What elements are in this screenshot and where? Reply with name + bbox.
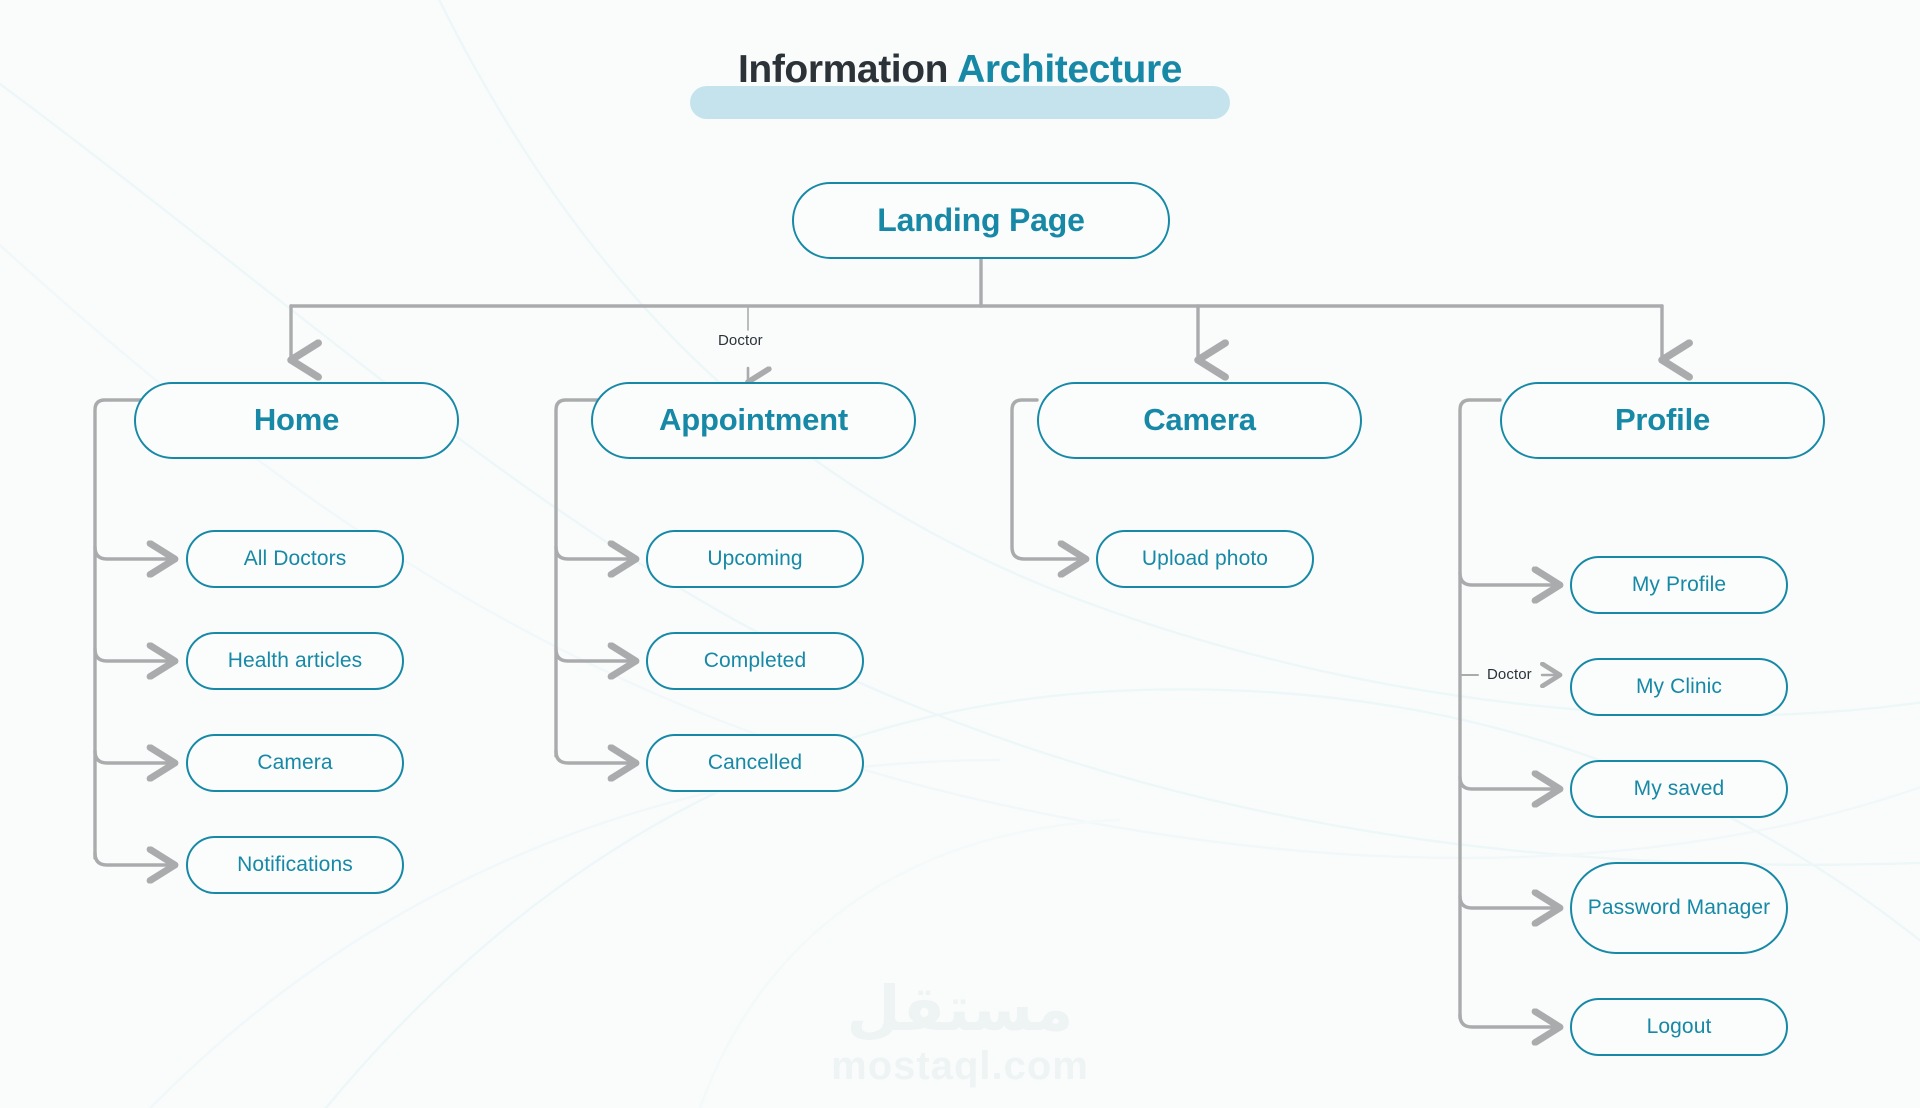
page-title: Information Architecture (738, 48, 1182, 92)
node-my-clinic[interactable]: My Clinic (1570, 658, 1788, 716)
node-profile[interactable]: Profile (1500, 382, 1825, 459)
node-cancelled[interactable]: Cancelled (646, 734, 864, 792)
node-upload-photo[interactable]: Upload photo (1096, 530, 1314, 588)
node-label: Upload photo (1141, 546, 1269, 570)
node-label: Profile (1614, 402, 1711, 438)
node-label: My Clinic (1635, 674, 1723, 698)
node-label: Health articles (227, 648, 363, 672)
node-home[interactable]: Home (134, 382, 459, 459)
edge-label-appointment-doctor: Doctor (718, 332, 763, 349)
node-health-articles[interactable]: Health articles (186, 632, 404, 690)
node-appointment[interactable]: Appointment (591, 382, 916, 459)
edge-label-my-clinic-doctor: Doctor (1487, 666, 1532, 683)
node-label: Camera (257, 750, 333, 774)
node-home-camera[interactable]: Camera (186, 734, 404, 792)
page-title-plain: Information (737, 48, 949, 91)
node-label: Upcoming (707, 546, 803, 570)
node-label: My Profile (1631, 572, 1727, 596)
node-label: Logout (1646, 1014, 1712, 1038)
node-label: Cancelled (707, 750, 803, 774)
node-landing-page[interactable]: Landing Page (792, 182, 1170, 259)
node-my-profile[interactable]: My Profile (1570, 556, 1788, 614)
node-my-saved[interactable]: My saved (1570, 760, 1788, 818)
node-label: Appointment (659, 402, 848, 438)
node-label: Password Manager (1587, 895, 1771, 919)
node-notifications[interactable]: Notifications (186, 836, 404, 894)
page-header: Information Architecture (0, 48, 1920, 119)
node-completed[interactable]: Completed (646, 632, 864, 690)
node-label: My saved (1633, 776, 1725, 800)
page-title-accent: Architecture (957, 48, 1183, 91)
watermark-arabic: مستقل (846, 972, 1074, 1045)
node-label: All Doctors (243, 546, 347, 570)
node-camera[interactable]: Camera (1037, 382, 1362, 459)
node-label: Completed (703, 648, 807, 672)
node-label: Home (253, 402, 340, 438)
watermark-latin: mostaql.com (831, 1044, 1089, 1088)
node-password-manager[interactable]: Password Manager (1570, 862, 1788, 954)
node-upcoming[interactable]: Upcoming (646, 530, 864, 588)
node-label: Landing Page (877, 201, 1085, 238)
node-all-doctors[interactable]: All Doctors (186, 530, 404, 588)
node-label: Camera (1143, 402, 1256, 438)
watermark: مستقل mostaql.com (831, 972, 1089, 1089)
node-logout[interactable]: Logout (1570, 998, 1788, 1056)
node-label: Notifications (237, 852, 353, 876)
